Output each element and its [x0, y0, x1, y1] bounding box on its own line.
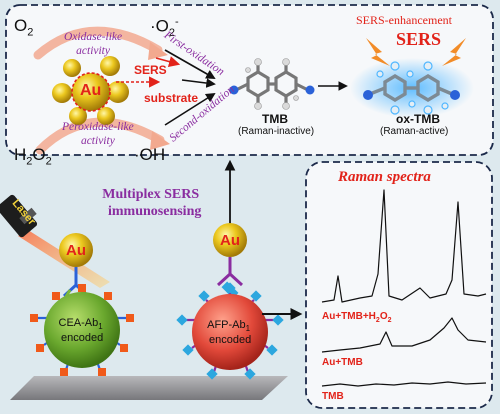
raman-panel-frame	[305, 161, 493, 409]
au-right-label: Au	[220, 232, 240, 249]
h2o2-label: H2O2	[14, 145, 52, 168]
oxidase-activity-label: Oxidase-like activity	[64, 31, 123, 57]
trace-au-tmb-h2o2	[321, 189, 487, 303]
afp-bead	[176, 282, 284, 380]
trace-label-tmb: TMB	[322, 391, 344, 402]
lightning-right-icon	[442, 38, 466, 66]
multiplex-label: Multiplex SERS immunosensing	[102, 187, 202, 219]
o2-label: O2	[14, 16, 34, 39]
lightning-left-icon	[366, 38, 390, 66]
trace-label-au-tmb: Au+TMB	[322, 357, 363, 368]
ox-tmb-name: ox-TMB	[396, 112, 440, 126]
au-nanozyme-cluster	[52, 56, 129, 125]
trace-label-au-tmb-h2o2: Au+TMB+H2O2	[322, 311, 392, 325]
sers-enhancement-label: SERS-enhancement	[356, 13, 452, 27]
trace-tmb	[321, 381, 487, 387]
raman-spectra-title: Raman spectra	[338, 169, 431, 185]
oxidase-arc-arrow	[33, 26, 163, 60]
sers-substrate-label: SERS	[134, 63, 167, 77]
cea-bead	[30, 284, 134, 376]
au-left-particle	[59, 233, 93, 267]
tmb-description: (Raman-inactive)	[238, 126, 315, 137]
ox-tmb-molecule	[350, 58, 474, 118]
substrate-base	[10, 376, 288, 400]
peroxidase-arc-arrow	[35, 117, 165, 155]
peroxidase-activity-label: Peroxidase-like activity	[62, 121, 134, 147]
raman-traces	[321, 189, 487, 387]
sers-substrate-label-2: substrate	[144, 91, 199, 105]
ox-tmb-description: (Raman-active)	[380, 126, 449, 137]
hydroxyl-label: ·OH	[134, 145, 166, 164]
au-center-label: Au	[80, 82, 102, 99]
sers-big-label: SERS	[396, 29, 442, 49]
au-left-label: Au	[66, 242, 86, 259]
trace-au-tmb	[321, 317, 487, 353]
tmb-name: TMB	[262, 112, 288, 126]
afp-label: AFP-Ab1 encoded	[207, 319, 252, 347]
superoxide-label: ·O2-	[150, 16, 179, 40]
cea-label: CEA-Ab1 encoded	[58, 317, 104, 345]
au-right-particle	[213, 223, 247, 257]
